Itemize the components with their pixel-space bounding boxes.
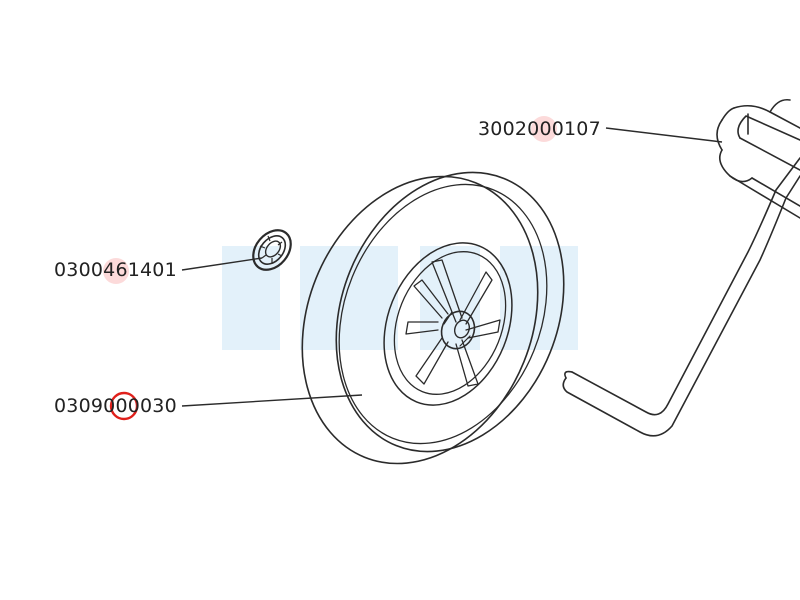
leader-washer: [181, 257, 263, 271]
wheel[interactable]: [261, 138, 604, 499]
part-number-axle[interactable]: 3002000107: [478, 118, 601, 140]
part-number-washer[interactable]: 0300461401: [54, 259, 177, 281]
axle-tube[interactable]: [562, 98, 800, 437]
marker-ring: [109, 391, 139, 421]
part-number-wheel[interactable]: 0309000030: [54, 395, 177, 417]
leader-wheel: [181, 394, 363, 407]
leader-lines: [181, 127, 723, 407]
washer[interactable]: [246, 223, 299, 277]
leader-axle: [605, 127, 723, 143]
highlight-dots: [103, 116, 557, 284]
